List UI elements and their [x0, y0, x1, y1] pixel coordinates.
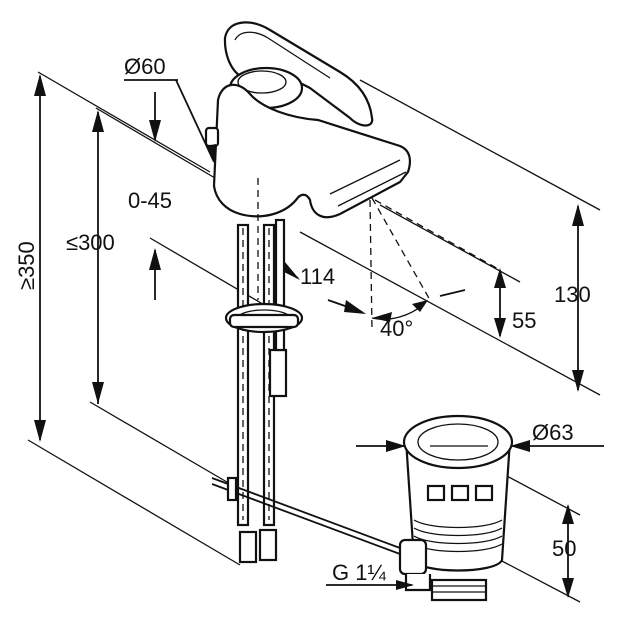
label-waste-height: 50: [552, 536, 576, 561]
supply-hoses: [211, 218, 401, 564]
spout-angle-lines: [369, 197, 501, 331]
extension-lines: [27, 71, 601, 603]
dimension-spout-height: [494, 268, 506, 338]
label-waste-diameter: Ø63: [532, 420, 574, 445]
label-thread: G 1¼: [332, 560, 386, 585]
label-reach: 114: [300, 264, 335, 289]
dimension-height-min: [34, 74, 46, 442]
label-spout-diameter: Ø60: [124, 54, 166, 79]
dimension-total-height: [572, 204, 584, 392]
label-total-height: 130: [554, 282, 591, 307]
label-height-min: ≥350: [14, 241, 39, 290]
dimension-waste-diameter: [356, 440, 604, 452]
label-spout-height: 55: [512, 308, 536, 333]
dimension-waste-height: [562, 504, 574, 598]
dimension-thread-leader: [326, 580, 414, 590]
faucet-mixer: [204, 21, 411, 300]
dimension-spout-diameter-leader: [124, 79, 216, 166]
label-spout-angle: 40°: [380, 316, 413, 341]
waste-valve: [398, 414, 514, 602]
label-angle-range: 0-45: [128, 188, 172, 213]
label-height-max: ≤300: [66, 230, 115, 255]
dimension-angle-range-arrows: [149, 92, 161, 300]
dimension-height-max: [92, 110, 104, 404]
